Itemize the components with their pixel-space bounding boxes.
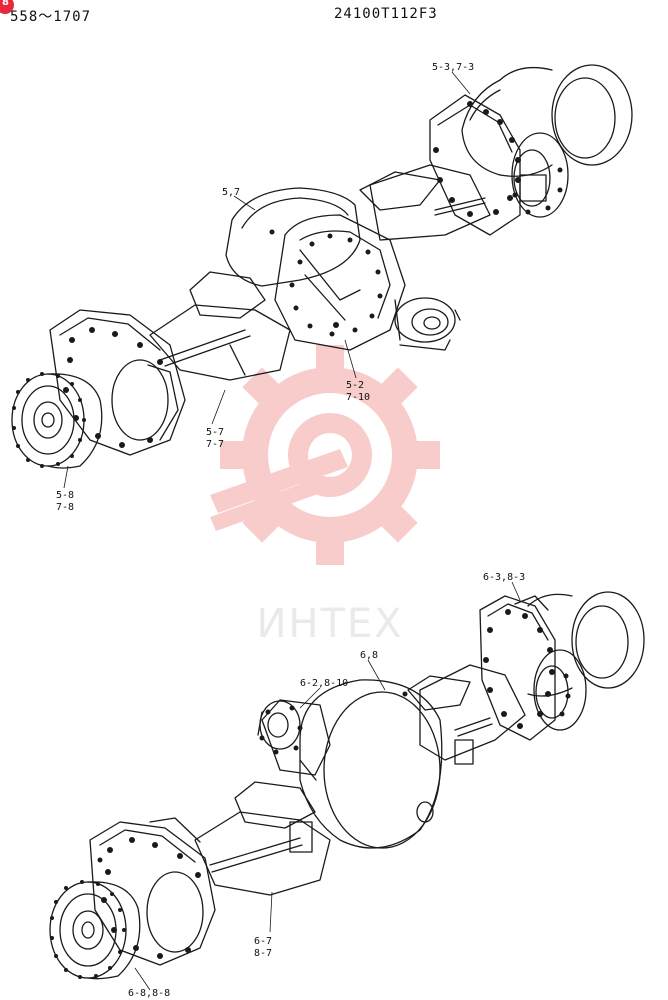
watermark-text: ИНТЕХ: [256, 601, 403, 647]
callout-7-8: 7-8: [56, 502, 74, 513]
callout-6-7: 6-7: [254, 936, 272, 947]
callout-8-7: 8-7: [254, 948, 272, 959]
header-right-code: 24100T112F3: [334, 6, 438, 22]
callout-5-7: 5,7: [222, 187, 240, 198]
bottom-axle-drawing: [49, 581, 645, 991]
callout-6-8: 6,8: [360, 650, 378, 661]
header-left-code: 558〜1707: [10, 9, 92, 25]
callout-6-2-8-10: 6-2,8-10: [300, 678, 348, 689]
callout-5-7-second: 5-7: [206, 427, 224, 438]
callout-5-3-7-3: 5-3,7-3: [432, 62, 474, 73]
watermark-logo: ИНТЕХ: [210, 345, 440, 647]
callout-5-8: 5-8: [56, 490, 74, 501]
corner-badge-text: 8: [2, 0, 9, 8]
callout-5-2: 5-2: [346, 380, 364, 391]
callout-6-3-8-3: 6-3,8-3: [483, 572, 525, 583]
top-axle-drawing: [11, 64, 633, 489]
callout-7-7: 7-7: [206, 439, 224, 450]
callout-6-8-8-8: 6-8,8-8: [128, 988, 170, 999]
corner-badge: 8: [0, 0, 14, 14]
callout-7-10: 7-10: [346, 392, 370, 403]
